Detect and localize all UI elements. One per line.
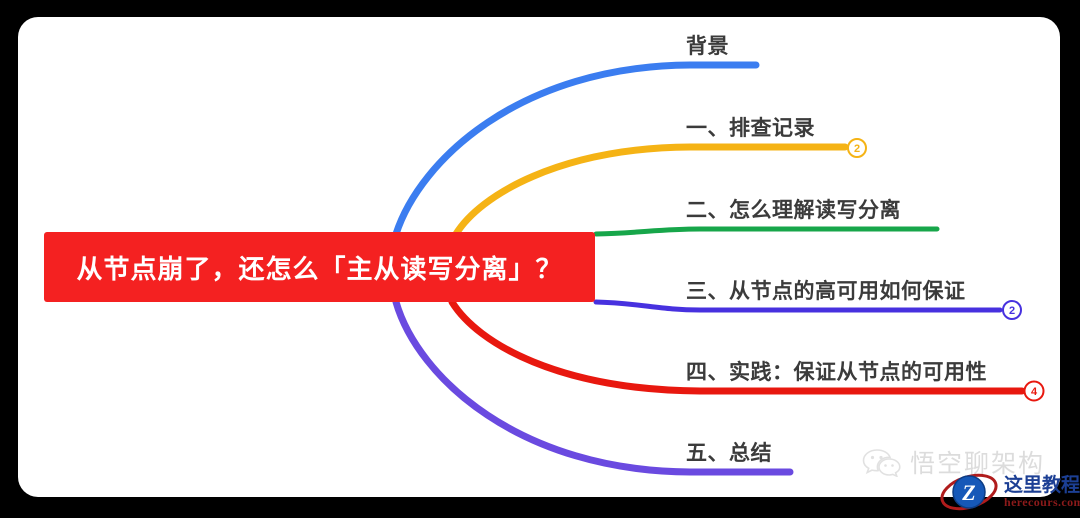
branch-badge-count: 2 [854,143,860,155]
central-topic-label: 从节点崩了，还怎么「主从读写分离」？ [76,253,563,284]
site-logo-domain: herecours.com [1004,494,1080,509]
watermark-account-name: 悟空聊架构 [910,450,1046,478]
branch-label-background[interactable]: 背景 [686,35,729,58]
watermark-wechat: 悟空聊架构 [862,444,1045,480]
branch-badge-replica-ha[interactable]: 2 [1002,300,1022,320]
branch-edge-replica-ha [593,299,1003,313]
branch-edge-background [392,61,760,238]
wechat-icon [862,449,901,477]
site-logo-title: 这里教程网 [1004,474,1080,496]
branch-edge-investigation-log [452,143,849,238]
site-logo-text: 这里教程网 herecours.com [1004,474,1080,509]
branch-edge-practice [448,298,1026,395]
site-logo-letter: Z [961,480,975,505]
central-topic-node[interactable]: 从节点崩了，还怎么「主从读写分离」？ [44,232,595,302]
branch-badge-count: 4 [1031,386,1038,398]
branch-label-replica-ha[interactable]: 三、从节点的高可用如何保证 [686,280,966,303]
branch-badge-investigation-log[interactable]: 2 [847,138,867,158]
branch-badge-count: 2 [1009,305,1015,317]
branch-edge-summary [392,298,794,476]
branch-edge-read-write-split [593,226,940,237]
branch-label-summary[interactable]: 五、总结 [686,442,772,465]
branch-badge-practice[interactable]: 4 [1023,380,1045,402]
site-logo-mark-icon: Z [940,473,998,511]
branch-label-investigation-log[interactable]: 一、排查记录 [686,117,815,140]
branch-label-read-write-split[interactable]: 二、怎么理解读写分离 [686,199,901,222]
site-logo: Z 这里教程网 herecours.com [938,470,1080,514]
branch-label-practice[interactable]: 四、实践：保证从节点的可用性 [686,361,987,384]
